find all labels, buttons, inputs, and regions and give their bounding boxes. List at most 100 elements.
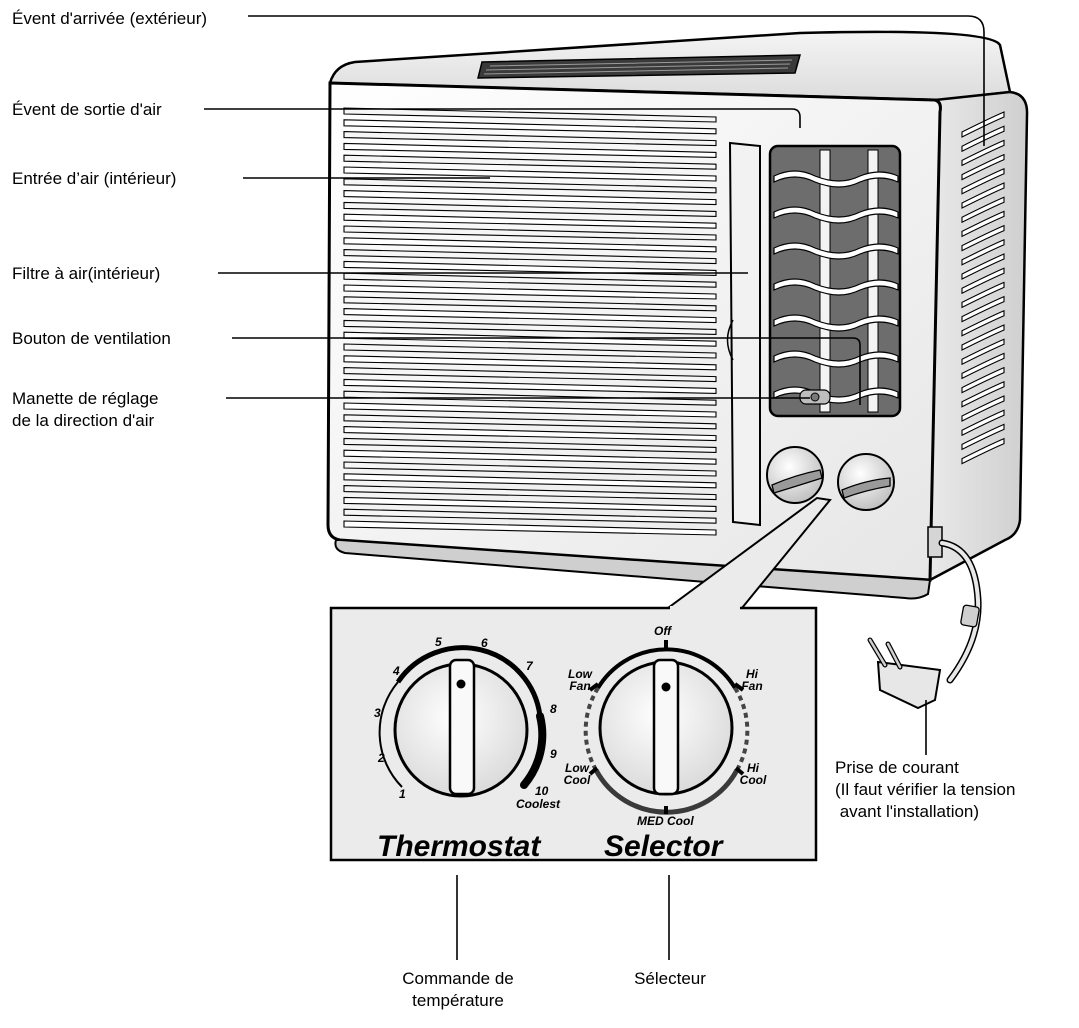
louvre-slat <box>343 449 717 465</box>
outlet-louvres <box>773 149 899 413</box>
label-vent-button: Bouton de ventilation <box>12 329 171 348</box>
side-vent-slot <box>961 281 1005 309</box>
unit-selector-knob[interactable] <box>837 453 895 511</box>
selector-dial[interactable] <box>598 658 734 796</box>
selector-title: Selector <box>604 830 723 863</box>
label-temperature-control-line2: température <box>412 991 504 1010</box>
label-power-plug-line2: (Il faut vérifier la tension <box>835 780 1016 799</box>
thermostat-dial[interactable] <box>393 658 529 798</box>
thermostat-tick-9: 9 <box>550 747 557 761</box>
thermostat-tick-10: 10 <box>535 784 549 798</box>
side-vent-slot <box>961 352 1005 380</box>
side-vent-slot <box>961 224 1005 252</box>
front-door-strip <box>728 141 761 527</box>
top-vent-grille <box>477 54 801 79</box>
louvre-slat <box>343 319 717 335</box>
outlet-vane[interactable] <box>773 170 899 188</box>
label-power-plug: Prise de courant (Il faut vérifier la te… <box>835 757 1015 823</box>
louvre-slat <box>343 107 717 123</box>
louvre-slat <box>343 284 717 300</box>
label-inlet-vent: Évent d'arrivée (extérieur) <box>12 9 208 28</box>
label-selector: Sélecteur <box>634 969 706 988</box>
thermostat-tick-3: 3 <box>374 706 381 720</box>
side-vent-slot <box>961 338 1005 366</box>
louvre-slat <box>343 249 717 265</box>
louvre-slat <box>343 213 717 229</box>
louvre-slat <box>343 178 717 194</box>
label-direction-lever-line2: de la direction d'air <box>12 411 155 430</box>
louvre-slat <box>343 485 717 501</box>
side-vent-slot <box>961 210 1005 238</box>
side-vent-slot <box>961 295 1005 323</box>
louvre-slat <box>343 520 717 536</box>
louvre-slat <box>343 131 717 147</box>
side-vent-slot <box>961 380 1005 408</box>
side-vent-slot <box>961 309 1005 337</box>
louvre-slat <box>343 437 717 453</box>
louvre-slat <box>343 190 717 206</box>
side-vent-slot <box>961 437 1005 465</box>
thermostat-coolest: Coolest <box>516 797 561 811</box>
side-vent-slot <box>961 395 1005 422</box>
label-power-plug-line3: avant l'installation) <box>835 802 980 821</box>
label-power-plug-line1: Prise de courant <box>835 758 959 777</box>
louvre-slat <box>343 426 717 442</box>
label-temperature-control: Commande de température <box>383 968 533 1012</box>
label-air-filter: Filtre à air(intérieur) <box>12 264 161 283</box>
label-direction-lever: Manette de réglage de la direction d'air <box>12 388 159 432</box>
power-cord <box>927 526 982 684</box>
label-air-intake: Entrée d’air (intérieur) <box>12 169 177 188</box>
louvre-slat <box>343 272 717 288</box>
side-vent-slot <box>961 253 1005 280</box>
thermostat-title: Thermostat <box>377 830 541 863</box>
thermostat-tick-1: 1 <box>399 787 406 801</box>
thermostat-tick-2: 2 <box>378 751 385 765</box>
side-vent-slot <box>961 324 1005 351</box>
side-vent-slot <box>961 139 1005 167</box>
louvre-slat <box>343 473 717 489</box>
side-vent-slot <box>961 409 1005 437</box>
side-vent-slot <box>961 125 1005 153</box>
selector-low-cool: Low Cool <box>560 762 594 786</box>
louvre-slat <box>343 414 717 430</box>
label-direction-lever-line1: Manette de réglage <box>12 389 159 408</box>
louvre-slat <box>343 142 717 158</box>
outlet-vane[interactable] <box>773 350 899 368</box>
selector-low-fan-line1: Low <box>568 667 592 681</box>
thermostat-tick-7: 7 <box>526 659 533 673</box>
louvre-slat <box>343 225 717 241</box>
louvre-slat <box>343 508 717 524</box>
outlet-vane[interactable] <box>773 278 899 296</box>
louvre-slat <box>343 367 717 383</box>
outlet-vane[interactable] <box>773 314 899 332</box>
side-vent-slots <box>961 111 1005 465</box>
louvre-slat <box>343 496 717 512</box>
outlet-divider <box>819 149 831 413</box>
louvre-slat <box>343 296 717 312</box>
side-vent-slot <box>961 196 1005 224</box>
unit-thermostat-knob[interactable] <box>766 446 824 504</box>
louvre-slat <box>343 166 717 182</box>
outlet-vane[interactable] <box>773 206 899 224</box>
direction-lever[interactable] <box>799 389 831 405</box>
selector-low-fan: Low Fan <box>564 668 596 692</box>
selector-off: Off <box>654 624 672 638</box>
selector-hi-fan-line1: Hi <box>746 667 758 681</box>
louvre-slat <box>343 378 717 394</box>
side-vent-slot <box>961 182 1005 209</box>
control-panel-zoom <box>329 496 832 862</box>
unit-side-face <box>928 90 1029 583</box>
side-vent-slot <box>961 267 1005 295</box>
selector-low-cool-line2: Cool <box>563 773 591 787</box>
side-vent-slot <box>961 366 1005 394</box>
side-vent-slot <box>961 423 1005 451</box>
thermostat-tick-4: 4 <box>393 664 400 678</box>
power-plug <box>867 637 942 710</box>
louvre-slat <box>343 461 717 477</box>
selector-hi-cool-line1: Hi <box>747 761 759 775</box>
selector-low-cool-line1: Low <box>565 761 589 775</box>
selector-med-cool: MED Cool <box>637 814 694 828</box>
side-vent-slot <box>961 153 1005 181</box>
outlet-vane[interactable] <box>773 242 899 260</box>
